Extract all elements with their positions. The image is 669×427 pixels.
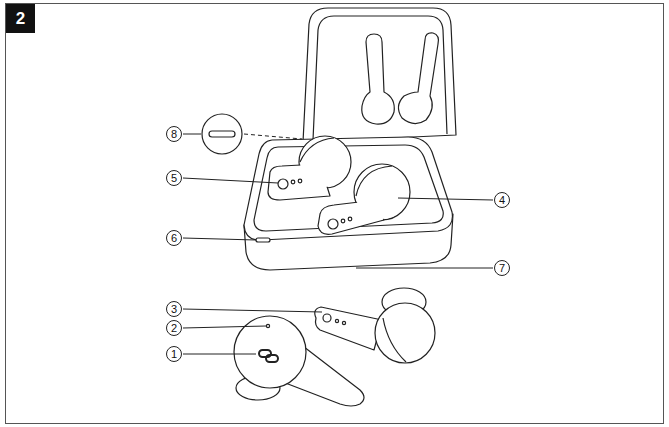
- lid-recess: [398, 33, 438, 124]
- leader-line: [183, 238, 256, 240]
- charging-contact: [323, 314, 331, 322]
- callout-number: 4: [499, 195, 505, 206]
- earbud-body: [375, 303, 435, 363]
- leader-line: [183, 178, 278, 183]
- figure-frame: [6, 4, 664, 424]
- charging-pin: [298, 179, 302, 183]
- charging-pin: [348, 217, 352, 221]
- cavity-edge: [300, 138, 334, 162]
- callout-circle: 2: [166, 320, 182, 336]
- charging-pin: [335, 319, 338, 322]
- charging-pin: [291, 180, 295, 184]
- callout-circle: 5: [166, 170, 182, 186]
- callout-number: 7: [499, 263, 505, 274]
- cavity-fill: [355, 165, 409, 219]
- leader-line: [398, 198, 493, 200]
- case-top-face: [244, 137, 452, 240]
- detail-leader: [244, 134, 302, 139]
- figure-number: 2: [16, 10, 25, 27]
- charging-contact: [328, 219, 338, 229]
- figure-number-box: 2: [6, 4, 35, 33]
- leader-line: [183, 309, 322, 312]
- leader-line: [356, 268, 493, 269]
- earbud-stem: [315, 307, 382, 350]
- logo: [266, 355, 278, 362]
- charging-pin: [342, 321, 345, 324]
- cavity-fill: [300, 137, 350, 187]
- callout-circle: 4: [494, 192, 510, 208]
- callout-circle: 1: [166, 346, 182, 362]
- lid-recess: [362, 34, 395, 124]
- leader-line: [183, 134, 201, 135]
- callout-circle: 8: [166, 126, 182, 142]
- lid-inner-rim: [313, 16, 447, 140]
- usb-c-port: [209, 131, 235, 137]
- usb-port: [256, 238, 270, 242]
- cavity-edge: [356, 166, 392, 196]
- callout-number: 2: [171, 323, 177, 334]
- microphone-hole: [266, 324, 269, 327]
- charging-pin: [341, 219, 345, 223]
- leader-line: [183, 354, 256, 355]
- callout-circle: 3: [166, 301, 182, 317]
- leader-line: [183, 326, 266, 328]
- case-lid: [303, 8, 456, 142]
- callout-number: 3: [171, 304, 177, 315]
- charging-contact: [278, 179, 288, 189]
- callout-number: 8: [171, 129, 177, 140]
- callout-circle: 7: [494, 260, 510, 276]
- callout-number: 6: [171, 233, 177, 244]
- detail-circle: [202, 114, 242, 154]
- callout-number: 1: [171, 349, 177, 360]
- callout-number: 5: [171, 173, 177, 184]
- earbud-edge: [383, 318, 406, 362]
- callout-circle: 6: [166, 230, 182, 246]
